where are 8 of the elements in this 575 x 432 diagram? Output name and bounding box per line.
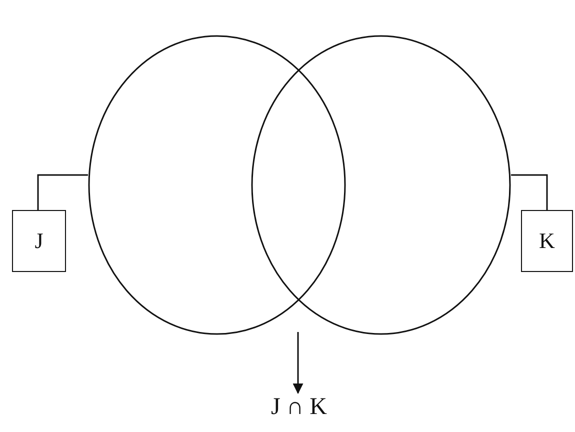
set-label-box: K [521, 210, 573, 272]
set-label-box: J [12, 210, 66, 272]
set-ellipse [88, 35, 346, 335]
leader-line [511, 174, 548, 210]
set-ellipse [251, 35, 511, 335]
arrow [292, 332, 304, 394]
leader-line [37, 174, 88, 210]
set-label: J ∩ K [258, 390, 340, 424]
